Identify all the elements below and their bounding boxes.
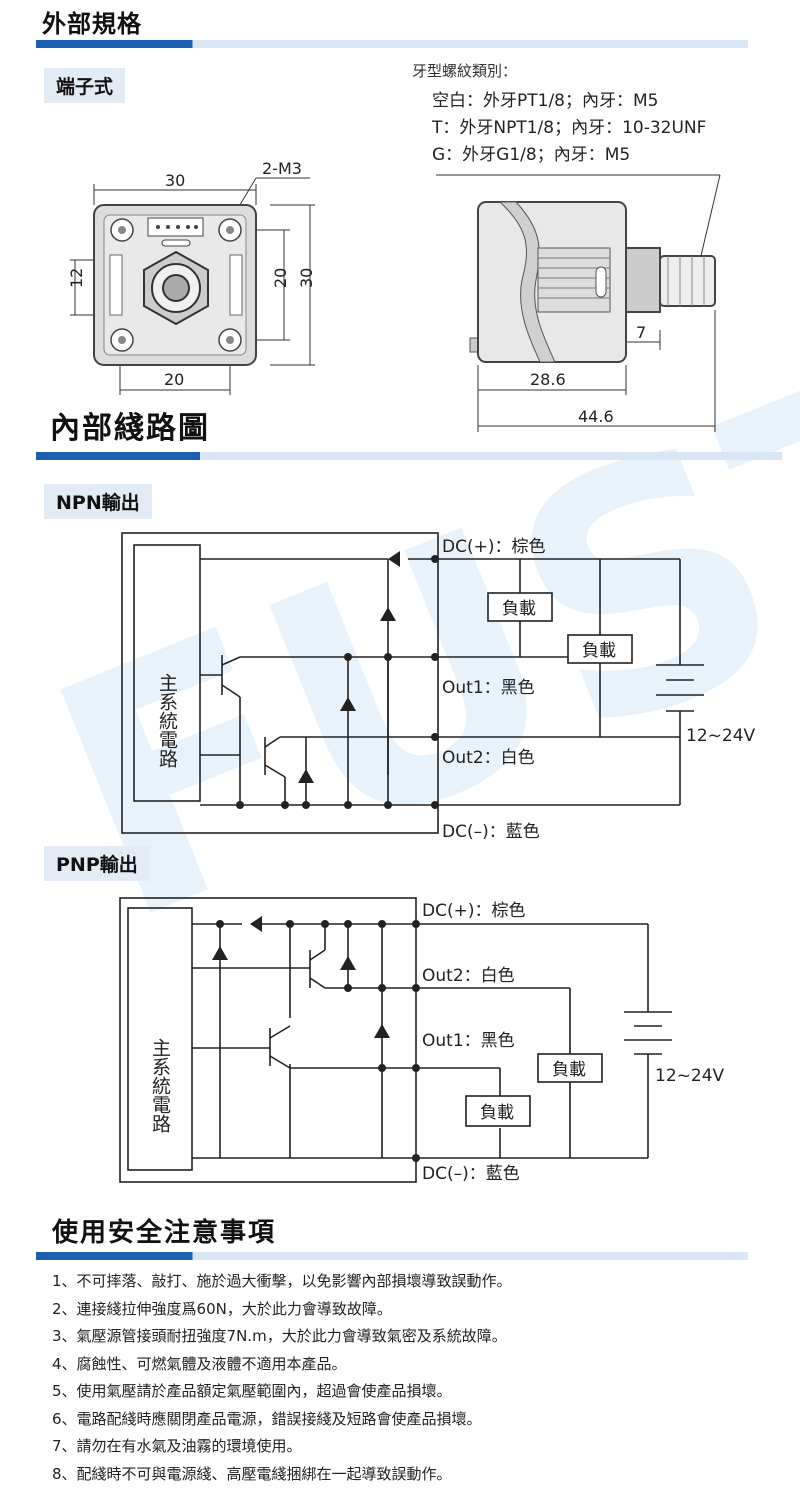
npn-out1: Out1：黑色	[442, 678, 535, 698]
pnp-load-1: 負載	[552, 1060, 586, 1080]
dim-28-6: 28.6	[530, 370, 566, 389]
dim-44-6: 44.6	[578, 407, 614, 426]
dim-inner-height: 20	[271, 268, 290, 288]
main-circuit-label: 主系統電路	[149, 1038, 171, 1133]
pnp-out2: Out2：白色	[422, 966, 515, 986]
list-item: 3、氣壓源管接頭耐扭強度7N.m，大於此力會導致氣密及系統故障。	[52, 1327, 507, 1345]
main-circuit-label: 主系統電路	[156, 673, 178, 768]
front-view-drawing: 30 2-M3 12 20 30 20	[67, 160, 316, 395]
section-underline	[36, 1252, 748, 1260]
dim-screws: 2-M3	[262, 160, 302, 178]
thread-spec-title: 牙型螺紋類別：	[412, 62, 518, 80]
npn-out2: Out2：白色	[442, 748, 535, 768]
section-title-safety: 使用安全注意事項	[52, 1218, 277, 1248]
thread-spec-line: T：外牙NPT1/8；內牙：10-32UNF	[432, 118, 707, 138]
thread-spec-line: 空白：外牙PT1/8；內牙：M5	[432, 91, 659, 111]
npn-load-2: 負載	[582, 641, 616, 661]
list-item: 1、不可摔落、敲打、施於過大衝擊，以免影響內部損壞導致誤動作。	[52, 1272, 512, 1290]
list-item: 6、電路配綫時應關閉產品電源，錯誤接綫及短路會使產品損壞。	[52, 1409, 482, 1428]
subsection-pnp: PNP輸出	[44, 846, 150, 881]
thread-spec-line: G：外牙G1/8；內牙：M5	[432, 145, 631, 165]
section-underline	[36, 452, 782, 460]
list-item: 5、使用氣壓請於產品額定氣壓範圍內，超過會使產品損壞。	[52, 1382, 452, 1400]
npn-dc-plus: DC(+)：棕色	[442, 537, 545, 557]
section-title-internal-circuit: 內部綫路圖	[50, 411, 210, 446]
pnp-load-2: 負載	[480, 1103, 514, 1123]
dim-height-left: 12	[67, 268, 86, 288]
dim-7: 7	[636, 323, 646, 342]
pnp-circuit-diagram: 主系統電路 DC(+)：棕色 Out2：白色 Out1：黑色 DC(–)：藍色 …	[119, 897, 725, 1184]
list-item: 7、請勿在有水氣及油霧的環境使用。	[52, 1437, 302, 1455]
subsection-terminal-type: 端子式	[44, 68, 126, 103]
pnp-dc-plus: DC(+)：棕色	[422, 901, 525, 921]
side-view-drawing: 7 28.6 44.6	[436, 174, 721, 432]
dim-outer-height: 30	[297, 268, 316, 288]
list-item: 8、配綫時不可與電源綫、高壓電綫捆綁在一起導致誤動作。	[52, 1464, 452, 1483]
section-underline	[36, 40, 748, 48]
npn-voltage: 12~24V	[686, 726, 756, 746]
dim-width-top: 30	[165, 171, 185, 190]
npn-load-1: 負載	[502, 599, 536, 619]
pnp-voltage: 12~24V	[655, 1066, 725, 1086]
pnp-dc-minus: DC(–)：藍色	[422, 1164, 520, 1184]
dim-width-bottom: 20	[164, 370, 184, 389]
npn-circuit-diagram: 主系統電路 DC(+)：棕色 Out1：黑色 Out2：白色 DC(–)：藍色 …	[121, 532, 756, 842]
subsection-npn: NPN輸出	[44, 484, 152, 519]
safety-notes-list: 1、不可摔落、敲打、施於過大衝擊，以免影響內部損壞導致誤動作。 2、連接綫拉伸強…	[52, 1268, 512, 1488]
list-item: 2、連接綫拉伸強度爲60N，大於此力會導致故障。	[52, 1299, 392, 1318]
list-item: 4、腐蝕性、可燃氣體及液體不適用本產品。	[52, 1354, 347, 1373]
section-title-external-spec: 外部規格	[42, 10, 142, 38]
pnp-out1: Out1：黑色	[422, 1031, 515, 1051]
npn-dc-minus: DC(–)：藍色	[442, 822, 540, 842]
